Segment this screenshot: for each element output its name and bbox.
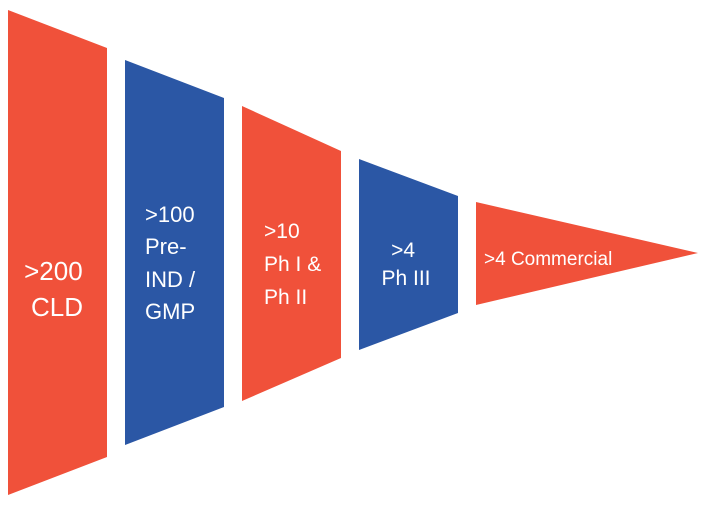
stage-3-shape xyxy=(242,106,341,401)
stage-2-line-2: Pre- xyxy=(145,234,187,259)
stage-3-line-3: Ph II xyxy=(264,286,307,309)
stage-5-label: >4 Commercial xyxy=(484,249,612,270)
stage-4-shape xyxy=(359,159,458,350)
stage-1-line-2: CLD xyxy=(31,292,83,322)
stage-1: >200 CLD xyxy=(8,10,107,495)
stage-5-line-1: >4 Commercial xyxy=(484,249,612,270)
stage-4-line-1: >4 xyxy=(391,239,415,262)
stage-3-line-2: Ph I & xyxy=(264,253,321,276)
stage-2-label: >100 Pre- IND / GMP xyxy=(145,202,201,324)
stage-4: >4 Ph III xyxy=(359,159,458,350)
stage-2-line-4: GMP xyxy=(145,299,195,324)
stage-2-line-3: IND / xyxy=(145,267,196,292)
stage-4-line-2: Ph III xyxy=(381,267,430,290)
stage-5-shape xyxy=(476,202,698,305)
stage-5: >4 Commercial xyxy=(476,202,698,305)
stage-3-line-1: >10 xyxy=(264,220,300,243)
stage-2: >100 Pre- IND / GMP xyxy=(125,60,224,445)
stage-3-label: >10 Ph I & Ph II xyxy=(264,220,327,309)
stage-4-label: >4 Ph III xyxy=(381,239,430,290)
stage-2-line-1: >100 xyxy=(145,202,195,227)
stage-1-line-1: >200 xyxy=(24,256,83,286)
stage-1-shape xyxy=(8,10,107,495)
stage-1-label: >200 CLD xyxy=(24,256,90,322)
stage-3: >10 Ph I & Ph II xyxy=(242,106,341,401)
stage-2-shape xyxy=(125,60,224,445)
